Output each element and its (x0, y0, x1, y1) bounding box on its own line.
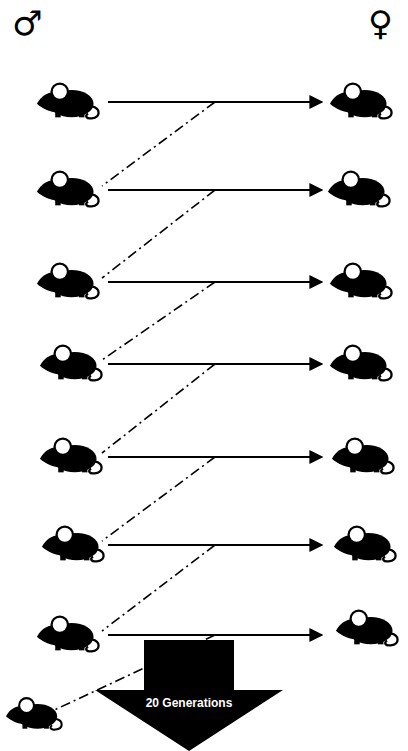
male-mouse (40, 439, 102, 474)
sex-symbol: ♂ (12, 6, 42, 40)
dash-dot-line (102, 364, 215, 453)
mating-arrow (108, 456, 322, 458)
mating-arrow (108, 281, 322, 283)
mating-arrow (108, 101, 322, 103)
dash-dot-line (102, 545, 215, 631)
male-mouse (42, 527, 104, 562)
dash-dot-line (102, 282, 215, 360)
female-mouse (330, 84, 392, 119)
arrow-label: 20 Generations (146, 696, 233, 710)
female-mouse (328, 172, 390, 207)
male-mouse (37, 172, 99, 207)
dash-dot-line (102, 190, 215, 278)
male-mouse (37, 84, 99, 119)
dash-dot-line (102, 457, 215, 541)
male-mouse (40, 346, 102, 381)
female-mouse (334, 527, 396, 562)
mating-arrow (108, 544, 322, 546)
female-mouse (336, 611, 398, 646)
mating-arrow (108, 189, 322, 191)
male-mouse (37, 617, 99, 652)
female-mouse (332, 439, 394, 474)
mating-arrow (108, 634, 322, 636)
female-mouse (330, 346, 392, 381)
mating-arrow (108, 363, 322, 365)
dash-dot-line (102, 102, 215, 186)
generation-arrow: 20 Generations (95, 640, 283, 751)
male-mouse (6, 698, 62, 730)
sex-symbol: ♀ (368, 6, 393, 40)
male-mouse (37, 264, 99, 299)
arrow-outline (95, 640, 283, 751)
arrow-shape (95, 640, 283, 751)
female-mouse (330, 264, 392, 299)
